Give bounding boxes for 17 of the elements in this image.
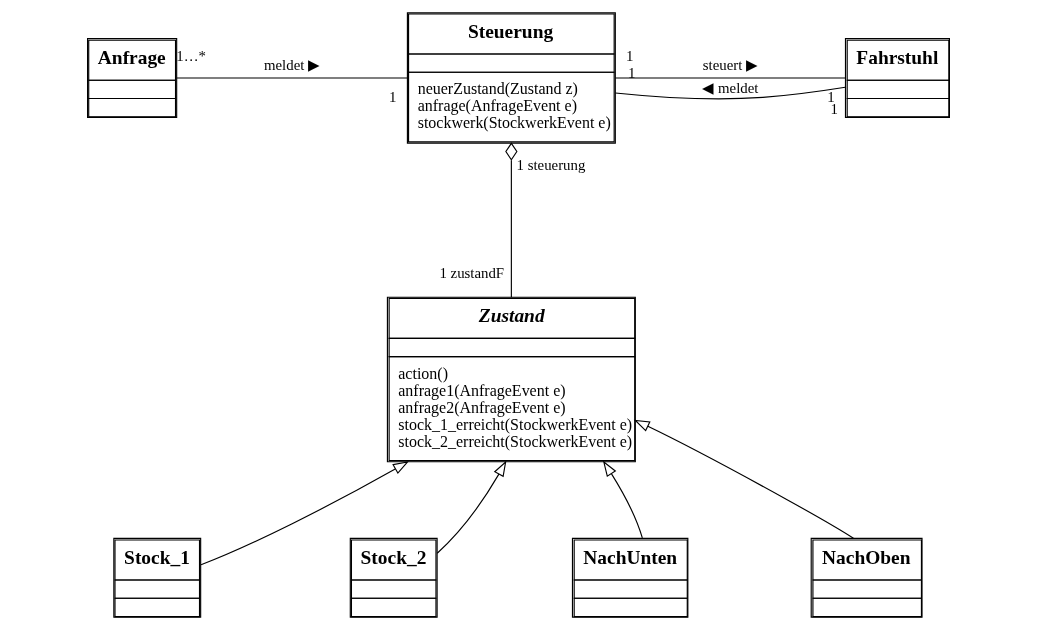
label: 1 zustandF <box>439 265 505 282</box>
connector <box>176 77 408 79</box>
edge-label: ◀ meldet <box>702 80 759 97</box>
edge-label: steuert ▶ <box>702 57 759 74</box>
arrow <box>633 419 855 539</box>
connector <box>614 86 846 100</box>
label: 1 <box>628 64 636 81</box>
label: 1 steuerung <box>516 157 586 174</box>
arrow <box>436 460 507 554</box>
arrow <box>602 460 643 539</box>
connector <box>505 142 518 298</box>
label: 1…* <box>176 48 206 65</box>
edge-label: meldet ▶ <box>264 57 321 74</box>
connector <box>614 77 846 79</box>
label: 1 <box>626 48 634 65</box>
arrow <box>200 461 409 566</box>
label: 1 <box>389 89 397 106</box>
